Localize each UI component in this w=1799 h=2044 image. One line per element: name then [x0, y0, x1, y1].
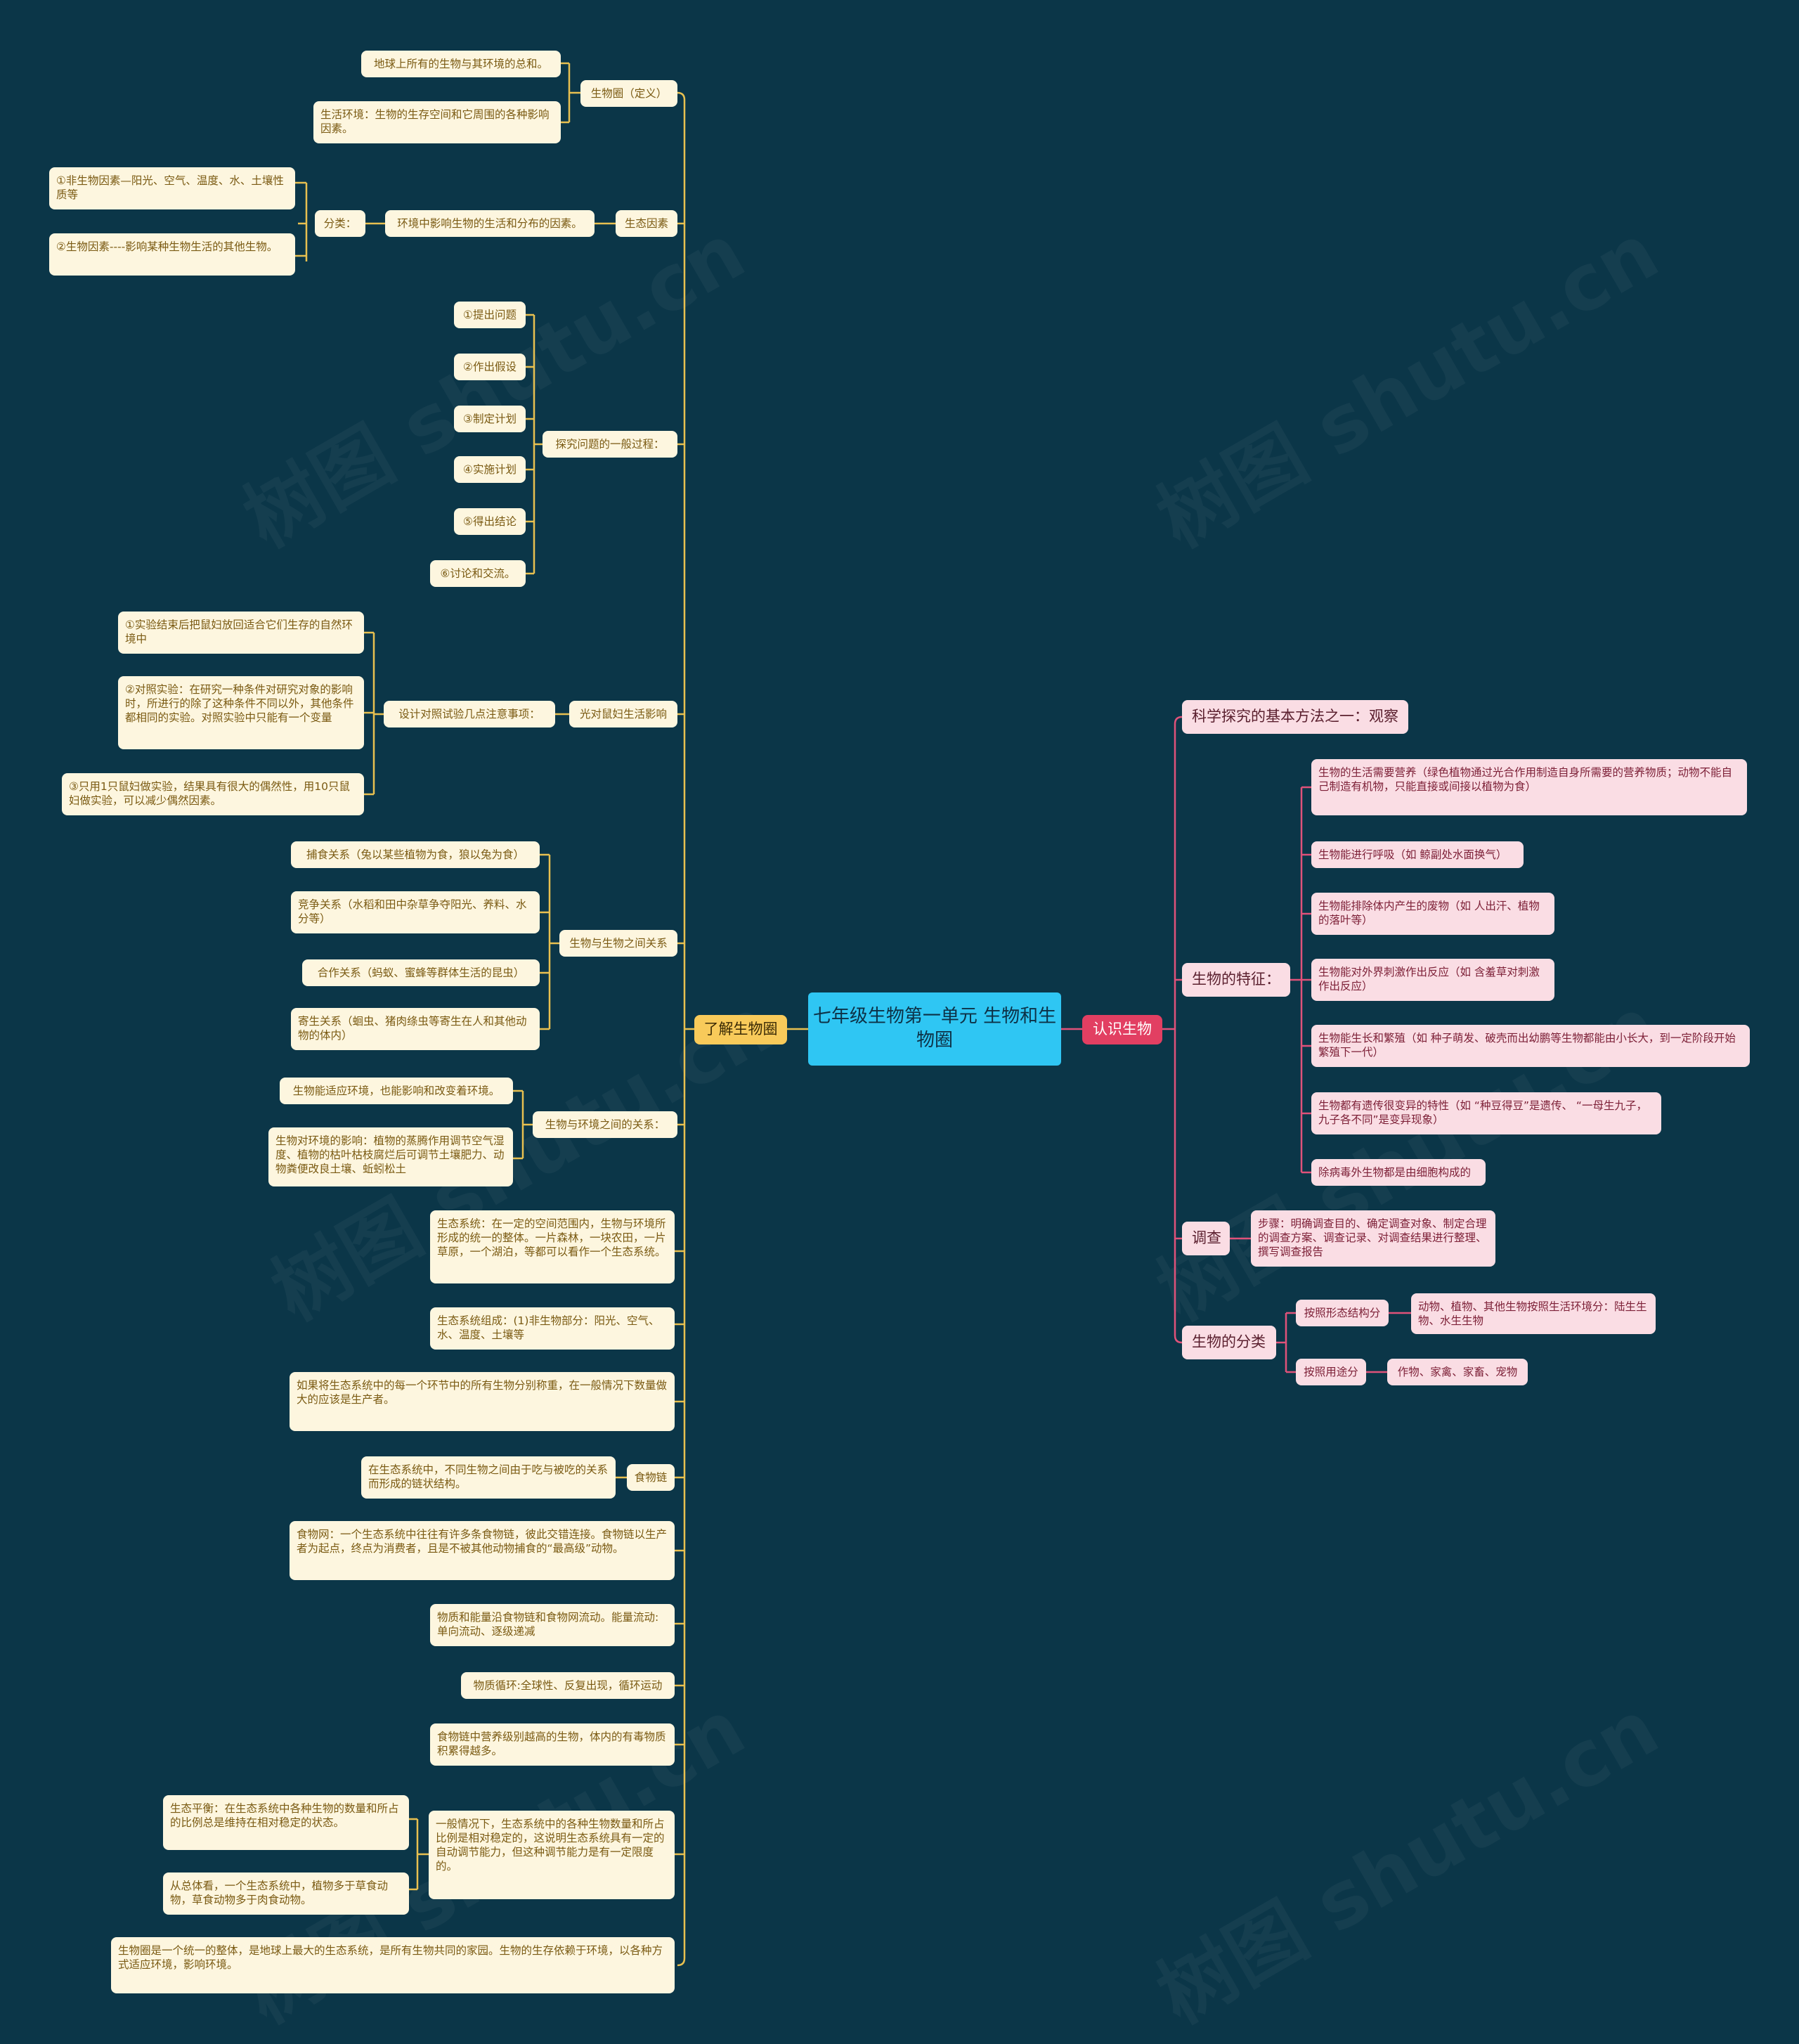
node-food-chain[interactable]: 食物链	[627, 1464, 675, 1491]
node-light-effect[interactable]: 光对鼠妇生活影响	[569, 701, 677, 727]
node-relation-parasitism[interactable]: 寄生关系（蛔虫、猪肉绦虫等寄生在人和其他动物的体内）	[291, 1008, 540, 1050]
node-design-item-3[interactable]: ③只用1只鼠妇做实验，结果具有很大的偶然性，用10只鼠妇做实验，可以减少偶然因素…	[62, 773, 364, 815]
node-classify[interactable]: 分类：	[315, 210, 365, 237]
node-producers[interactable]: 如果将生态系统中的每一个环节中的所有生物分别称重，在一般情况下数量做大的应该是生…	[290, 1372, 675, 1431]
node-design-item-1[interactable]: ①实验结束后把鼠妇放回适合它们生存的自然环境中	[118, 612, 364, 654]
node-eco-balance[interactable]: 生态平衡：在生态系统中各种生物的数量和所占的比例总是维持在相对稳定的状态。	[163, 1795, 409, 1850]
node-inquiry-process[interactable]: 探究问题的一般过程：	[543, 431, 677, 458]
node-biotic-factor[interactable]: ②生物因素----影响某种生物生活的其他生物。	[49, 233, 295, 276]
node-eco-factor-def[interactable]: 环境中影响生物的生活和分布的因素。	[385, 210, 595, 237]
node-ecosystem-composition[interactable]: 生态系统组成：(1)非生物部分：阳光、空气、水、温度、土壤等	[430, 1307, 675, 1350]
node-step-3[interactable]: ③制定计划	[454, 406, 526, 432]
node-env-influence[interactable]: 生物对环境的影响：植物的蒸腾作用调节空气湿度、植物的枯叶枯枝腐烂后可调节土壤肥力…	[268, 1127, 513, 1186]
node-by-use-detail[interactable]: 作物、家禽、家畜、宠物	[1387, 1359, 1528, 1385]
node-abiotic-factor[interactable]: ①非生物因素—阳光、空气、温度、水、土壤性质等	[49, 167, 295, 209]
node-toxin-accumulation[interactable]: 食物链中营养级别越高的生物，体内的有毒物质积累得越多。	[430, 1723, 675, 1766]
node-relation-cooperation[interactable]: 合作关系（蚂蚁、蜜蜂等群体生活的昆虫）	[302, 959, 540, 986]
node-by-use[interactable]: 按照用途分	[1296, 1359, 1366, 1385]
node-step-4[interactable]: ④实施计划	[454, 456, 526, 483]
node-features[interactable]: 生物的特征：	[1182, 963, 1290, 997]
node-observation[interactable]: 科学探究的基本方法之一：观察	[1182, 700, 1408, 734]
node-feature-growth[interactable]: 生物能生长和繁殖（如 种子萌发、破壳而出幼鹏等生物都能由小长大，到一定阶段开始繁…	[1311, 1025, 1750, 1067]
node-energy-flow[interactable]: 物质和能量沿食物链和食物网流动。能量流动:单向流动、逐级递减	[430, 1604, 675, 1646]
node-biosphere-definition[interactable]: 生物圈（定义）	[580, 80, 677, 107]
topic-understand-biosphere[interactable]: 了解生物圈	[694, 1015, 787, 1044]
node-by-form[interactable]: 按照形态结构分	[1296, 1300, 1389, 1326]
node-organism-environment[interactable]: 生物与环境之间的关系：	[533, 1111, 677, 1138]
node-experiment-design[interactable]: 设计对照试验几点注意事项：	[384, 701, 555, 727]
node-organism-relations[interactable]: 生物与生物之间关系	[559, 930, 677, 957]
node-eco-factor[interactable]: 生态因素	[616, 210, 677, 237]
node-step-1[interactable]: ①提出问题	[454, 302, 526, 328]
node-overall-view[interactable]: 从总体看，一个生态系统中，植物多于草食动物，草食动物多于肉食动物。	[163, 1872, 409, 1915]
node-feature-cells[interactable]: 除病毒外生物都是由细胞构成的	[1311, 1159, 1486, 1186]
node-ecosystem[interactable]: 生态系统：在一定的空间范围内，生物与环境所形成的统一的整体。一片森林，一块农田，…	[430, 1210, 675, 1283]
node-largest-ecosystem[interactable]: 生物圈是一个统一的整体，是地球上最大的生态系统，是所有生物共同的家园。生物的生存…	[111, 1937, 675, 1993]
node-step-2[interactable]: ②作出假设	[454, 354, 526, 380]
topic-know-organisms[interactable]: 认识生物	[1082, 1015, 1162, 1044]
node-survey-steps[interactable]: 步骤：明确调查目的、确定调查对象、制定合理的调查方案、调查记录、对调查结果进行整…	[1251, 1210, 1495, 1267]
node-living-environment[interactable]: 生活环境：生物的生存空间和它周围的各种影响因素。	[313, 101, 561, 143]
node-survey[interactable]: 调查	[1182, 1222, 1230, 1255]
node-material-cycle[interactable]: 物质循环:全球性、反复出现，循环运动	[461, 1672, 675, 1699]
node-feature-respiration[interactable]: 生物能进行呼吸（如 鲸副处水面换气）	[1311, 841, 1524, 868]
node-feature-stimulus[interactable]: 生物能对外界刺激作出反应（如 含羞草对刺激作出反应）	[1311, 959, 1554, 1001]
node-food-chain-def[interactable]: 在生态系统中，不同生物之间由于吃与被吃的关系而形成的链状结构。	[361, 1456, 616, 1499]
node-step-5[interactable]: ⑤得出结论	[454, 508, 526, 535]
node-self-regulation[interactable]: 一般情况下，生态系统中的各种生物数量和所占比例是相对稳定的，这说明生态系统具有一…	[429, 1811, 675, 1899]
node-feature-heredity[interactable]: 生物都有遗传很变异的特性（如 “种豆得豆”是遗传、 “一母生九子，九子各不同”是…	[1311, 1092, 1661, 1134]
root-topic[interactable]: 七年级生物第一单元 生物和生物圈	[808, 992, 1061, 1066]
node-food-web[interactable]: 食物网：一个生态系统中往往有许多条食物链，彼此交错连接。食物链以生产者为起点，终…	[290, 1521, 675, 1580]
node-relation-predation[interactable]: 捕食关系（兔以某些植物为食，狼以兔为食）	[291, 841, 540, 868]
node-feature-nutrition[interactable]: 生物的生活需要营养（绿色植物通过光合作用制造自身所需要的营养物质；动物不能自己制…	[1311, 759, 1747, 815]
node-biosphere-def-text[interactable]: 地球上所有的生物与其环境的总和。	[361, 51, 561, 77]
node-feature-excretion[interactable]: 生物能排除体内产生的废物（如 人出汗、植物的落叶等）	[1311, 893, 1554, 935]
node-env-adapt[interactable]: 生物能适应环境，也能影响和改变着环境。	[280, 1078, 513, 1104]
node-classification[interactable]: 生物的分类	[1182, 1326, 1276, 1359]
node-design-item-2[interactable]: ②对照实验：在研究一种条件对研究对象的影响时，所进行的除了这种条件不同以外，其他…	[118, 676, 364, 749]
node-relation-competition[interactable]: 竞争关系（水稻和田中杂草争夺阳光、养料、水分等）	[291, 891, 540, 933]
node-by-form-detail[interactable]: 动物、植物、其他生物按照生活环境分：陆生生物、水生生物	[1411, 1293, 1656, 1334]
node-step-6[interactable]: ⑥讨论和交流。	[430, 560, 526, 587]
